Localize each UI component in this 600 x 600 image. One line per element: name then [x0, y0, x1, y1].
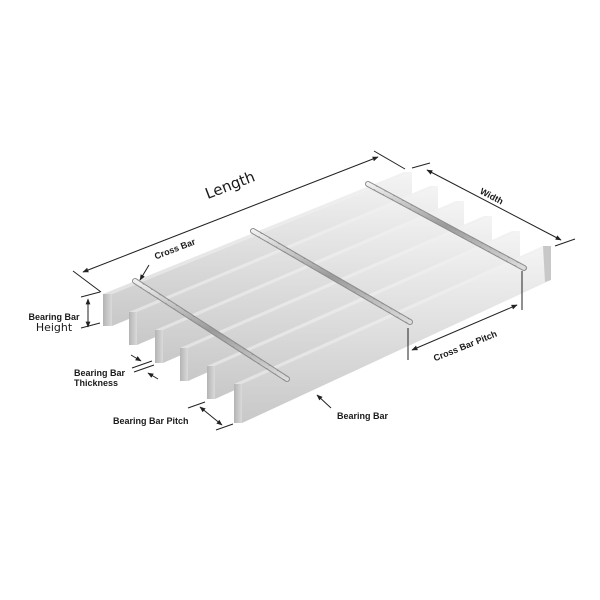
bearing-bar-pointer [316, 394, 332, 409]
cross-bar-pointer [139, 264, 150, 281]
width-dimension [426, 169, 562, 241]
bearing-bar-thickness-label-line2: Thickness [74, 378, 119, 389]
bearing-bars [103, 172, 551, 423]
bearing-bar-pitch-label: Bearing Bar Pitch [113, 416, 189, 426]
cross-bar-1 [132, 278, 290, 382]
cross-bar-pitch-dimension [411, 304, 518, 351]
pitch-dimension [199, 406, 223, 426]
bearing-bar-thickness-label-line1: Bearing Bar [74, 368, 126, 378]
dimension-lines [72, 150, 576, 431]
bearing-bar-thickness-label: Bearing Bar Thickness [74, 368, 125, 389]
thickness-dimension [130, 354, 142, 362]
bearing-bar-height-label-line2: Height [35, 321, 73, 335]
bearing-bar-label: Bearing Bar [337, 411, 389, 421]
bearing-bar-height-label-line1: Bearing Bar [28, 312, 80, 322]
bearing-bar-height-label: Bearing Bar Height [26, 312, 82, 335]
length-dimension [82, 156, 379, 273]
